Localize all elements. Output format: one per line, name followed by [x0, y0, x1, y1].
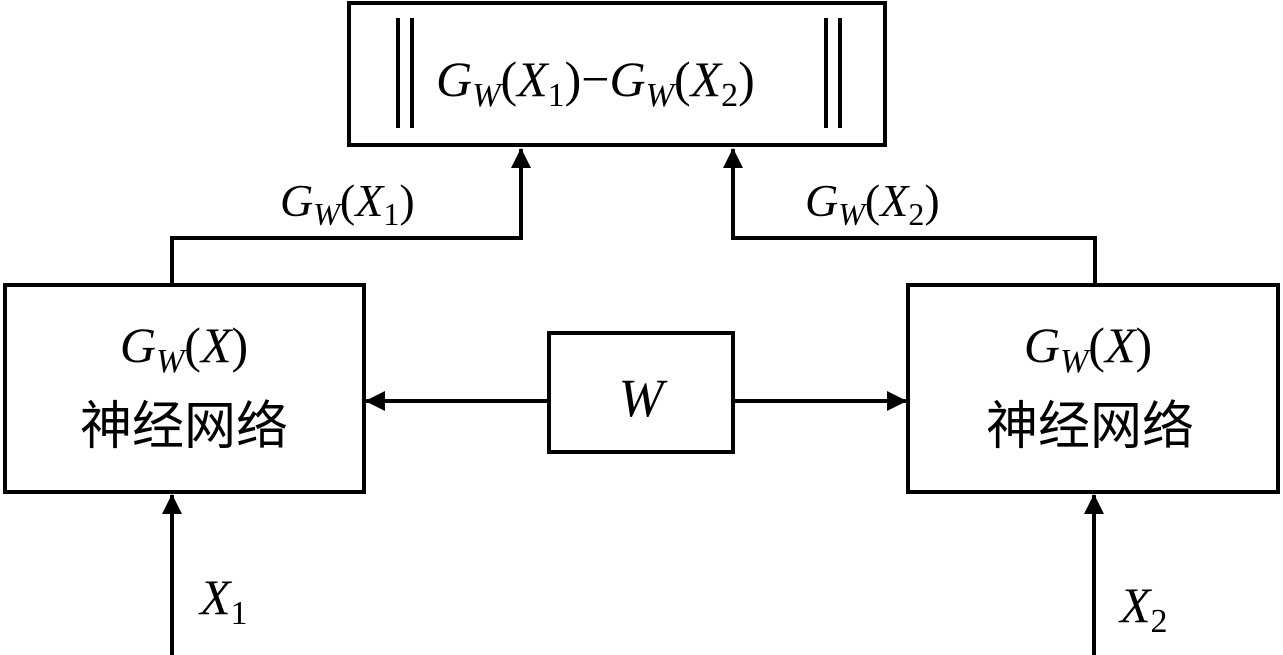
right-network-name: 神经网络 [986, 397, 1194, 457]
left-network-function: GW(X) [120, 317, 248, 380]
left-output-label: GW(X1) [280, 175, 415, 232]
left-network-box [3, 283, 366, 494]
distance-box [347, 1, 887, 147]
left-input-label: X1 [198, 569, 248, 632]
left-network-name: 神经网络 [80, 397, 288, 457]
weights-label: W [619, 368, 669, 428]
weights-box [547, 331, 735, 454]
right-output-connector [723, 148, 1097, 285]
left-output-connector [170, 148, 531, 285]
right-network-function: GW(X) [1024, 317, 1152, 380]
distance-formula: GW(X1)−GW(X2) [436, 51, 755, 114]
right-output-label: GW(X2) [805, 175, 940, 232]
right-input-label: X2 [1118, 577, 1168, 640]
